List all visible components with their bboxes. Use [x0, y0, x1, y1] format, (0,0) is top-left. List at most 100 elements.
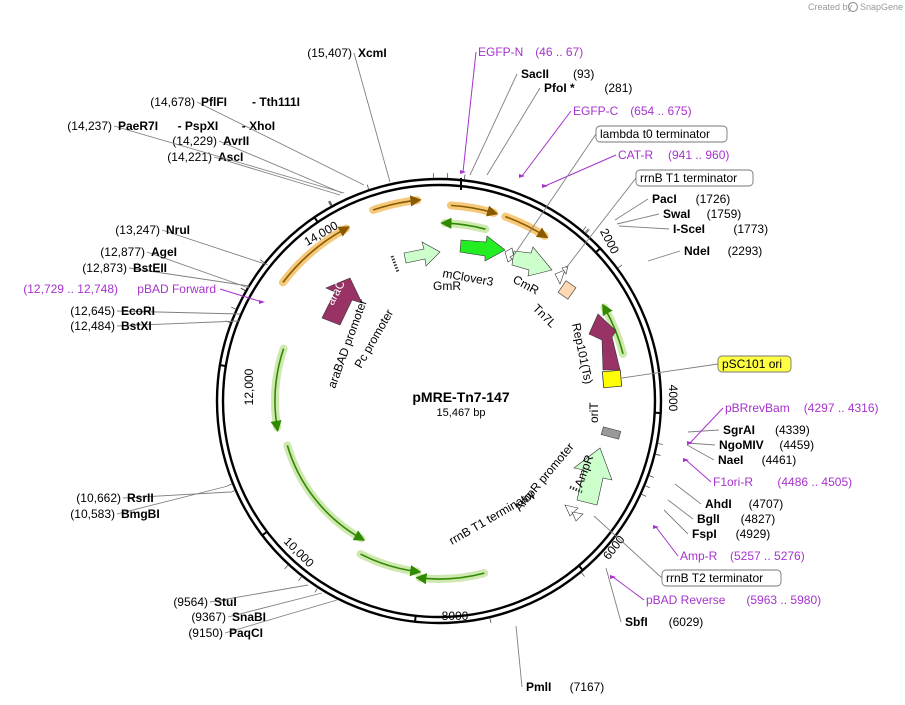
- enzyme-name: NgoMIV: [719, 438, 764, 452]
- site-tick: [585, 229, 590, 234]
- enzyme-site-agei[interactable]: AgeI(12,877): [100, 245, 250, 289]
- enzyme-site-pflfi[interactable]: PflFI(14,678)- Tth111I: [150, 95, 365, 186]
- gmr-arrow[interactable]: [403, 241, 441, 267]
- enzyme-location: (1726): [696, 192, 731, 206]
- brand-text: SnapGene: [860, 2, 903, 12]
- arac-arrow[interactable]: [321, 277, 363, 326]
- enzyme-location: (13,247): [115, 223, 160, 237]
- ampr-arrow[interactable]: [573, 447, 613, 506]
- site-tick: [227, 483, 233, 487]
- enzyme-name: NdeI: [684, 244, 710, 258]
- enzyme-leader-line: [686, 444, 715, 461]
- primer-arrow-icon: [259, 300, 265, 304]
- enzyme-site-pmli[interactable]: PmlI(7167): [515, 625, 604, 694]
- enzyme-location: (4459): [779, 438, 814, 452]
- enzyme-site-sacii[interactable]: SacII(93): [469, 67, 594, 176]
- enzyme-site-asci[interactable]: AscI(14,221): [167, 150, 341, 196]
- tn7l-label: Tn7L: [530, 301, 559, 330]
- primer-arrow-icon: [687, 441, 693, 445]
- rrnb-t1-inner-label: rrnB T1 terminator: [447, 487, 538, 548]
- primer-leader-line: [219, 288, 263, 303]
- feature-rrnb-t2[interactable]: rrnB T2 terminator: [593, 515, 782, 587]
- primer-range: (4486 .. 4505): [777, 475, 852, 489]
- enzyme-site-swai[interactable]: SwaI(1759): [616, 207, 741, 225]
- orf-arc[interactable]: [505, 215, 549, 239]
- enzyme-site-pfoi[interactable]: PfoI *(281): [486, 81, 632, 176]
- enzyme-name: SbfI: [625, 615, 648, 629]
- orf-arc[interactable]: [286, 445, 366, 541]
- enzyme-leader-line: [213, 156, 341, 196]
- feature-lambda-t0[interactable]: lambda t0 terminator: [513, 125, 728, 256]
- orf-arc[interactable]: [415, 572, 485, 585]
- orit-box[interactable]: [600, 426, 622, 440]
- primer-pbad-forward[interactable]: pBAD Forward(12,729 .. 12,748): [23, 282, 265, 304]
- enzyme-site-avrii[interactable]: AvrII(14,229): [172, 134, 343, 194]
- enzyme-site-bgli[interactable]: BglI(4827): [667, 499, 775, 526]
- primer-egfp-n[interactable]: EGFP-N(46 .. 67): [460, 45, 583, 174]
- enzyme-name: I-SceI: [673, 222, 705, 236]
- primer-amp-r[interactable]: Amp-R(5257 .. 5276): [653, 525, 805, 563]
- feature-label-box: [661, 569, 782, 587]
- mclover3-arrow[interactable]: [459, 235, 506, 262]
- primer-cat-r[interactable]: CAT-R(941 .. 960): [542, 148, 729, 188]
- orf-arc[interactable]: [450, 204, 499, 217]
- orf-arc[interactable]: [282, 226, 350, 283]
- enzyme-location: (4461): [762, 453, 797, 467]
- enzyme-site-nrui[interactable]: NruI(13,247): [115, 223, 269, 266]
- enzyme-leader-line: [469, 73, 518, 176]
- enzyme-name: - Tth111I: [252, 95, 300, 109]
- feature-label-box: [635, 169, 754, 187]
- enzyme-site-bstxi[interactable]: BstXI(12,484): [70, 319, 240, 333]
- enzyme-site-paqci[interactable]: PaqCI(9150): [188, 599, 338, 640]
- enzyme-leader-line: [218, 140, 343, 194]
- enzyme-site-ndei[interactable]: NdeI(2293): [647, 244, 762, 262]
- enzyme-site-ecori[interactable]: EcoRI(12,645): [70, 304, 241, 318]
- feature-label: rrnB T2 terminator: [666, 571, 763, 585]
- backbone: [215, 177, 663, 625]
- enzyme-site-bsteii[interactable]: BstEII(12,873): [82, 261, 250, 287]
- primer-f1ori-r[interactable]: F1ori-R(4486 .. 4505): [683, 458, 852, 489]
- enzyme-location: (93): [573, 67, 594, 81]
- psc101-ori-box[interactable]: [601, 369, 623, 389]
- enzyme-site-xcmi[interactable]: XcmI(15,407): [307, 46, 391, 183]
- feature-leader-line: [621, 363, 719, 379]
- rep101-arrow[interactable]: [588, 313, 621, 371]
- enzyme-site-fspi[interactable]: FspI(4929): [663, 509, 770, 541]
- orf-arc[interactable]: [440, 217, 486, 230]
- feature-label-box: [595, 125, 728, 143]
- enzyme-site-paer7i[interactable]: PaeR7I(14,237)- PspXI- XhoI: [67, 119, 345, 194]
- cmr-arrow[interactable]: [511, 246, 553, 277]
- enzyme-site-sgrai[interactable]: SgrAI(4339): [687, 423, 810, 437]
- enzyme-site-stui[interactable]: StuI(9564): [173, 584, 309, 609]
- primer-arrow-icon: [610, 575, 616, 579]
- enzyme-name: SnaBI: [232, 610, 266, 624]
- feature-label: rrnB T1 terminator: [640, 171, 737, 185]
- primer-leader-line: [544, 154, 617, 187]
- enzyme-name: - PspXI: [178, 119, 219, 133]
- enzyme-leader-line: [605, 567, 622, 623]
- orf-arc[interactable]: [270, 348, 285, 432]
- site-tick: [230, 490, 235, 493]
- enzyme-site-i-scei[interactable]: I-SceI(1773): [618, 222, 768, 236]
- enzyme-site-rsrii[interactable]: RsrII(10,662): [76, 491, 231, 505]
- scale-tick: [413, 614, 417, 623]
- enzyme-site-ngomiv[interactable]: NgoMIV (4459): [686, 438, 814, 452]
- primer-pbrrevbam[interactable]: pBRrevBam(4297 .. 4316): [687, 401, 879, 445]
- scale-tick-label: 12,000: [242, 368, 256, 405]
- enzyme-site-ahdi[interactable]: AhdI(4707): [674, 483, 783, 511]
- enzyme-site-paci[interactable]: PacI(1726): [614, 192, 731, 221]
- primer-egfp-c[interactable]: EGFP-C(654 .. 675): [519, 104, 692, 178]
- feature-rrnb-t1-top[interactable]: rrnB T1 terminator: [565, 169, 754, 269]
- feature-psc101-ori[interactable]: pSC101 ori: [621, 355, 792, 379]
- enzyme-site-snabi[interactable]: SnaBI(9367): [191, 592, 323, 624]
- tn7l-box[interactable]: [557, 280, 577, 300]
- primer-pbad-reverse[interactable]: pBAD Reverse(5963 .. 5980): [610, 575, 821, 607]
- primer-leader-line: [612, 576, 645, 601]
- site-tick: [231, 306, 236, 310]
- enzyme-site-bmgbi[interactable]: BmgBI(10,583): [70, 485, 229, 521]
- orf-arc[interactable]: [372, 195, 422, 211]
- orf-arc[interactable]: [360, 553, 422, 577]
- enzyme-site-sbfi[interactable]: SbfI(6029): [605, 567, 703, 629]
- enzyme-leader-line: [196, 101, 365, 186]
- enzyme-site-naei[interactable]: NaeI(4461): [686, 444, 797, 467]
